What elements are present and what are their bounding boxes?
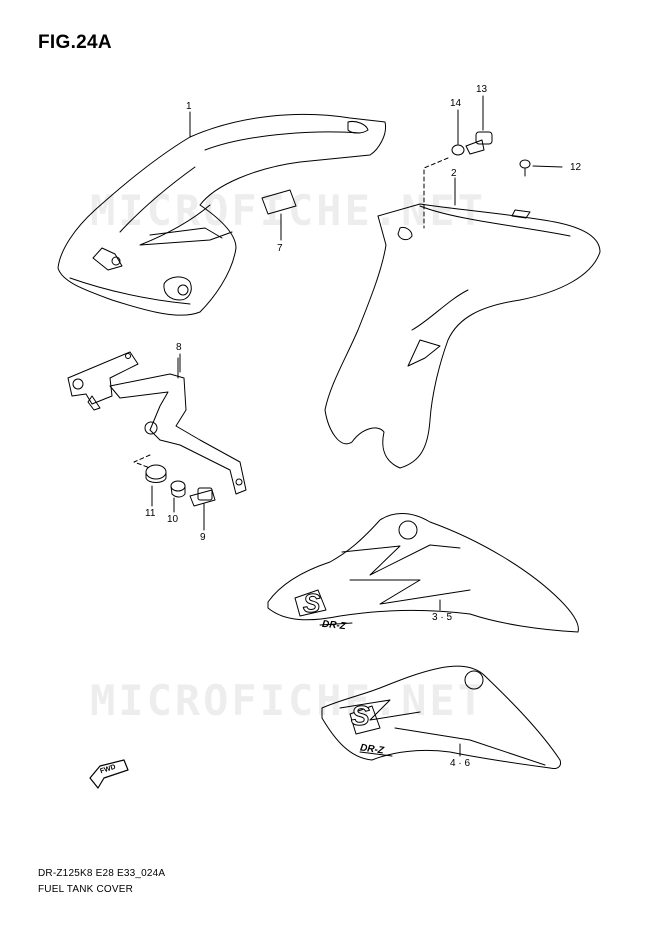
- dash-connectors: [133, 157, 449, 469]
- callout-1: 1: [186, 101, 192, 112]
- figure-title: FIG.24A: [38, 32, 112, 53]
- footer-code: DR-Z125K8 E28 E33_024A: [38, 868, 166, 879]
- part-7-pad: [261, 189, 297, 241]
- part-4-6-decal-lower: [321, 665, 561, 769]
- callout-2: 2: [451, 168, 457, 179]
- callout-8: 8: [176, 342, 182, 353]
- watermark-bottom: MICROFICHE.NET: [90, 676, 487, 725]
- callout-7: 7: [277, 243, 283, 254]
- part-3-5-decal-upper: [267, 513, 579, 633]
- fwd-arrow-icon: [89, 759, 129, 789]
- callout-10: 10: [167, 514, 179, 525]
- footer-caption: FUEL TANK COVER: [38, 884, 134, 895]
- part-1-left-cover: [57, 113, 387, 316]
- part-2-right-cover: [324, 203, 601, 469]
- decal-model-upper: DR-Z: [321, 618, 347, 633]
- callout-3-5: 3 · 5: [432, 612, 453, 623]
- part-11-grommet: [145, 464, 167, 507]
- leader-lines: [179, 111, 461, 757]
- callout-13: 13: [476, 84, 488, 95]
- part-8-bracket: [67, 351, 247, 495]
- watermark-top: MICROFICHE.NET: [90, 186, 487, 235]
- part-13-bolt: [465, 95, 493, 155]
- callout-14: 14: [450, 98, 462, 109]
- part-14-washer: [451, 109, 465, 156]
- callout-11: 11: [145, 508, 156, 519]
- part-9-bolt: [189, 487, 216, 531]
- callout-4-6: 4 · 6: [450, 758, 471, 769]
- callout-9: 9: [200, 532, 206, 543]
- part-12-screw: [519, 159, 563, 177]
- decal-logo-upper: S: [302, 588, 321, 619]
- decal-logo-lower: S: [351, 700, 371, 732]
- part-10-collar: [170, 480, 186, 513]
- callout-12: 12: [570, 162, 582, 173]
